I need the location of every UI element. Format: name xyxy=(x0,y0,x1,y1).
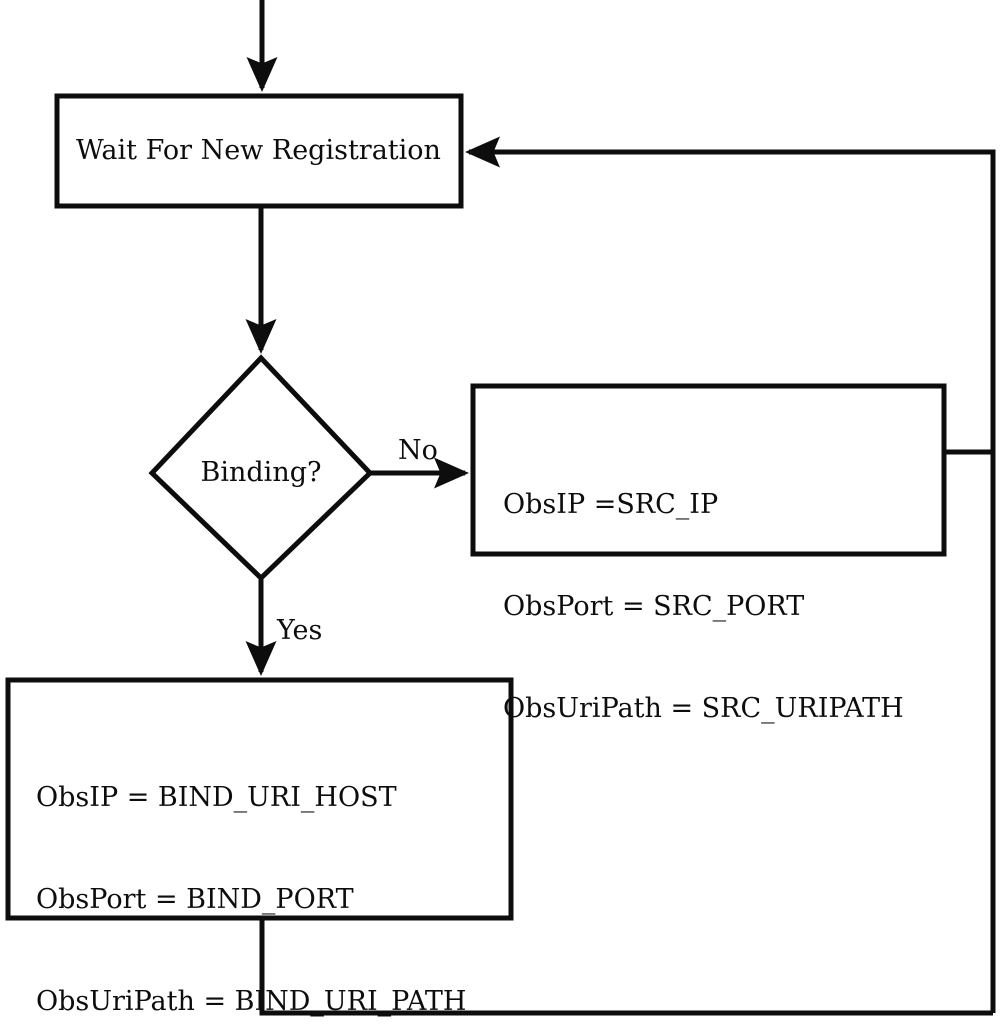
yes-branch-line-1: ObsIP = BIND_URI_HOST xyxy=(36,782,397,813)
no-branch-line-3: ObsUriPath = SRC_URIPATH xyxy=(503,693,904,724)
node-no-branch-lines: ObsIP =SRC_IP ObsPort = SRC_PORT ObsUriP… xyxy=(503,420,904,794)
node-yes-branch-lines: ObsIP = BIND_URI_HOST ObsPort = BIND_POR… xyxy=(36,713,466,1024)
edge-label-no: No xyxy=(398,435,438,466)
node-yes-branch-assignments xyxy=(5,677,514,921)
no-branch-line-1: ObsIP =SRC_IP xyxy=(503,489,719,520)
edge-label-yes: Yes xyxy=(277,615,323,646)
node-no-branch-assignments xyxy=(470,383,947,557)
edge-return-to-wait xyxy=(464,136,996,1013)
yes-branch-line-2: ObsPort = BIND_PORT xyxy=(36,884,354,915)
node-decision-label: Binding? xyxy=(200,457,322,488)
node-wait-for-new-registration xyxy=(54,93,464,209)
no-branch-line-2: ObsPort = SRC_PORT xyxy=(503,591,805,622)
node-wait-label: Wait For New Registration xyxy=(76,135,441,166)
yes-branch-line-3: ObsUriPath = BIND_URI_PATH xyxy=(36,986,467,1017)
edge-yes-to-return-rail xyxy=(259,918,993,1016)
